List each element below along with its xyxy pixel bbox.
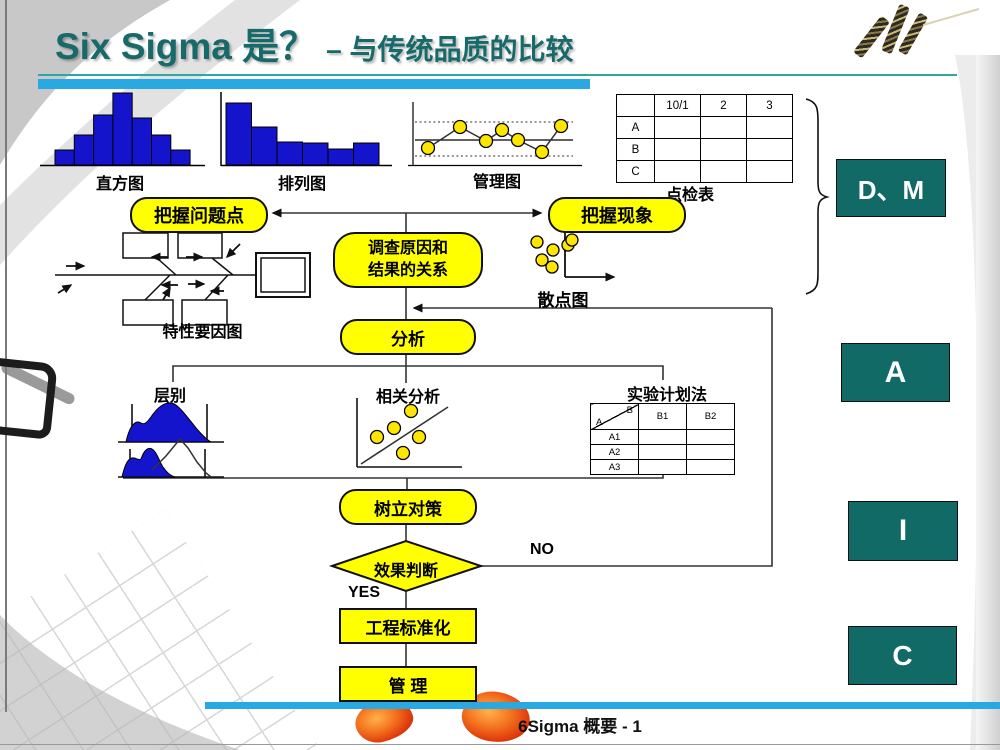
- table-row: C: [616, 160, 793, 183]
- table-row: B A B1 B2: [590, 403, 735, 430]
- footer-accent-bar: [205, 702, 1000, 709]
- title-rule: [38, 74, 957, 76]
- row-header: A: [616, 116, 655, 139]
- dmaic-box-dm: D、M: [836, 159, 946, 217]
- flow-countermeasure: 树立对策: [339, 489, 477, 525]
- empty-cell: [638, 459, 687, 475]
- bottom-rule: [0, 744, 1000, 745]
- doe-corner-cell: B A: [590, 403, 639, 430]
- fishbone-diagram: [55, 232, 311, 326]
- table-row: B: [616, 138, 793, 161]
- stratification-label: 层别: [153, 388, 186, 405]
- empty-cell: [654, 116, 701, 139]
- control-chart: [408, 102, 582, 167]
- pareto-chart: [220, 92, 392, 167]
- dmaic-box-a: A: [841, 343, 950, 402]
- checksheet-table: 10/1 2 3 A B C: [616, 94, 793, 183]
- brace: [805, 98, 830, 295]
- table-row: A3: [590, 459, 735, 475]
- table-row: 10/1 2 3: [616, 94, 793, 117]
- right-edge-shade: [976, 55, 1000, 750]
- empty-cell: [746, 116, 793, 139]
- doe-table: B A B1 B2 A1 A2 A3: [590, 403, 735, 475]
- title-main: Six Sigma 是？: [55, 26, 317, 67]
- fishbone-label: 特性要因图: [162, 324, 243, 341]
- histogram-chart: [40, 92, 205, 167]
- column-header: B2: [686, 403, 735, 430]
- row-header: A2: [590, 444, 639, 460]
- row-header: A1: [590, 429, 639, 445]
- correlation-chart: [356, 398, 462, 468]
- flow-analysis: 分析: [340, 319, 476, 355]
- empty-cell: [686, 429, 735, 445]
- scatter-label: 散点图: [537, 291, 589, 310]
- table-row: A1: [590, 429, 735, 445]
- control-chart-label: 管理图: [472, 174, 521, 191]
- empty-cell: [638, 444, 687, 460]
- doe-label: 实验计划法: [626, 387, 707, 404]
- fishbone-arrows: [57, 243, 241, 301]
- empty-cell: [746, 138, 793, 161]
- decision-diamond: [328, 539, 485, 593]
- row-header: A3: [590, 459, 639, 475]
- doe-corner-a: A: [596, 417, 603, 428]
- empty-cell: [700, 160, 747, 183]
- table-row: A: [616, 116, 793, 139]
- flow-investigate-line1: 调查原因和: [367, 240, 448, 258]
- flow-investigate-line2: 结果的关系: [367, 262, 448, 279]
- title-accent-bar: [38, 79, 590, 89]
- empty-cell: [746, 160, 793, 183]
- flow-grasp-problem: 把握问题点: [130, 197, 268, 233]
- page-title: Six Sigma 是？ – 与传统品质的比较: [55, 16, 574, 70]
- flow-standardize: 工程标准化: [339, 608, 477, 644]
- pareto-label: 排列图: [277, 176, 326, 193]
- stratification-chart: [118, 402, 224, 478]
- flow-judge-label: 效果判断: [373, 563, 438, 580]
- row-header: B: [616, 138, 655, 161]
- empty-cell: [638, 429, 687, 445]
- column-header: B1: [638, 403, 687, 430]
- empty-cell: [686, 459, 735, 475]
- empty-cell: [654, 138, 701, 161]
- flow-investigate: 调查原因和 结果的关系: [333, 232, 483, 288]
- title-subtitle: – 与传统品质的比较: [326, 34, 574, 65]
- no-label: NO: [530, 541, 554, 558]
- empty-cell: [700, 138, 747, 161]
- empty-cell: [616, 94, 655, 117]
- correlation-label: 相关分析: [375, 389, 440, 406]
- doe-corner-b: B: [626, 405, 633, 416]
- column-header: 2: [700, 94, 747, 117]
- flow-grasp-phenomenon: 把握现象: [548, 197, 686, 233]
- dmaic-box-i: I: [848, 501, 958, 561]
- table-row: A2: [590, 444, 735, 460]
- column-header: 3: [746, 94, 793, 117]
- flow-investigate-text: 调查原因和 结果的关系: [368, 238, 448, 281]
- empty-cell: [686, 444, 735, 460]
- row-header: C: [616, 160, 655, 183]
- column-header: 10/1: [654, 94, 701, 117]
- flow-manage: 管 理: [339, 666, 477, 702]
- dmaic-box-c: C: [848, 626, 957, 685]
- yes-label: YES: [347, 584, 380, 601]
- left-edge-line: [5, 0, 7, 712]
- empty-cell: [700, 116, 747, 139]
- histogram-label: 直方图: [95, 176, 144, 193]
- footer-page-label: 6Sigma 概要 - 1: [518, 717, 642, 736]
- empty-cell: [654, 160, 701, 183]
